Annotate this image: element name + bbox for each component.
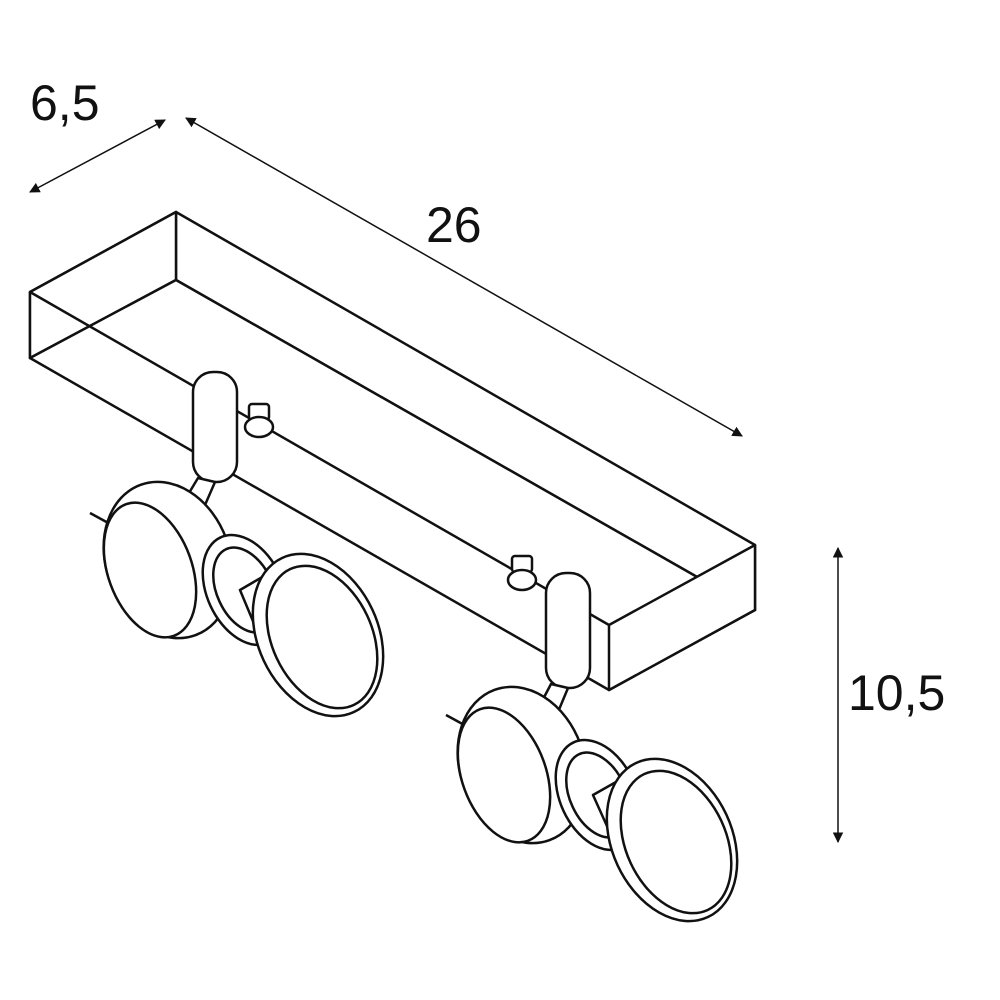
depth-dimension-line <box>29 119 166 193</box>
mounting-screw <box>243 402 275 439</box>
spotlight-1 <box>89 370 385 718</box>
height-label: 10,5 <box>848 665 946 721</box>
depth-label: 6,5 <box>30 75 100 131</box>
length-label: 26 <box>426 197 482 253</box>
spotlight-2 <box>445 571 739 923</box>
mounting-screw <box>506 554 538 592</box>
length-dimension-line <box>185 117 743 437</box>
